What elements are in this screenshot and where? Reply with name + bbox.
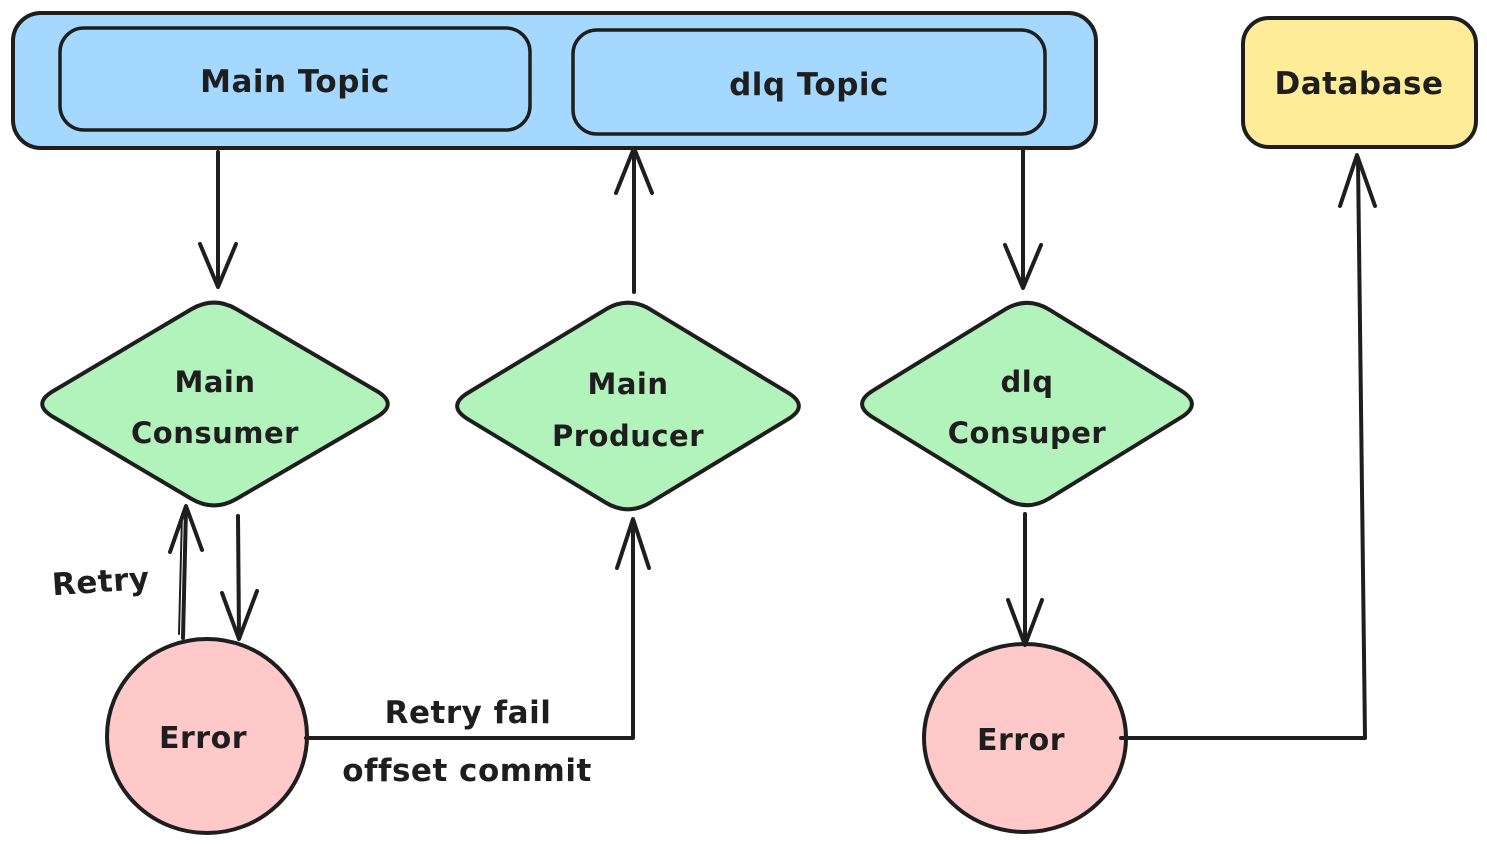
dlq-topic-shape[interactable] <box>571 28 1047 136</box>
database-shape[interactable] <box>1241 16 1478 149</box>
dlq-consumer-node[interactable]: dlq Consuper <box>860 300 1194 508</box>
main-topic-label: Main Topic <box>200 64 390 100</box>
dlq-consumer-label-line2: Consuper <box>948 416 1107 450</box>
arrow-main-consumer-to-error-left[interactable] <box>220 514 259 641</box>
main-consumer-node[interactable]: Main Consumer <box>40 300 390 508</box>
error-right-label: Error <box>977 723 1065 758</box>
arrow-main-topic-to-main-consumer[interactable] <box>198 150 238 289</box>
main-producer-node[interactable]: Main Producer <box>455 300 801 512</box>
arrow-line <box>1119 158 1367 740</box>
main-topic-node[interactable]: Main Topic <box>58 26 532 132</box>
main-producer-label-line2: Producer <box>552 419 704 453</box>
dlq-topic-node[interactable]: dlq Topic <box>571 28 1047 136</box>
main-consumer-shape[interactable] <box>40 300 390 508</box>
arrow-line-double <box>178 513 183 635</box>
arrow-error-left-to-main-producer[interactable] <box>304 517 651 740</box>
arrow-line <box>181 506 188 640</box>
arrow-head <box>614 146 654 195</box>
retry-fail-edge-label-line2: offset commit <box>342 753 592 789</box>
arrow-head <box>168 504 204 554</box>
arrow-line <box>236 514 241 638</box>
database-label: Database <box>1275 66 1444 102</box>
arrow-main-producer-to-dlq-topic[interactable] <box>614 146 654 294</box>
arrow-dlq-consumer-to-error-right[interactable] <box>1006 512 1044 647</box>
error-right-node[interactable]: Error <box>922 642 1128 834</box>
arrow-head <box>615 517 651 570</box>
main-consumer-label-line1: Main <box>174 365 255 399</box>
error-left-label: Error <box>159 721 247 756</box>
error-left-node[interactable]: Error <box>105 637 309 835</box>
arrow-dlq-topic-to-dlq-consumer[interactable] <box>1003 148 1043 290</box>
main-producer-shape[interactable] <box>455 300 801 512</box>
arrow-head <box>220 589 259 641</box>
arrow-head <box>1003 243 1043 290</box>
arrow-head <box>1338 153 1377 208</box>
main-consumer-label-line2: Consumer <box>131 416 299 450</box>
arrow-error-left-to-main-consumer[interactable] <box>168 504 204 640</box>
arrow-error-right-to-database[interactable] <box>1119 153 1377 740</box>
arrow-head <box>1006 598 1044 647</box>
dlq-consumer-label-line1: dlq <box>1001 365 1054 399</box>
arrow-line <box>304 520 635 740</box>
dlq-consumer-shape[interactable] <box>860 300 1194 508</box>
database-node[interactable]: Database <box>1241 16 1478 149</box>
main-topic-shape[interactable] <box>58 26 532 132</box>
arrow-head <box>198 242 238 289</box>
main-producer-label-line1: Main <box>587 367 668 401</box>
dlq-topic-label: dlq Topic <box>729 67 889 103</box>
retry-edge-label: Retry <box>51 561 151 604</box>
retry-fail-edge-label-line1: Retry fail <box>385 695 552 731</box>
